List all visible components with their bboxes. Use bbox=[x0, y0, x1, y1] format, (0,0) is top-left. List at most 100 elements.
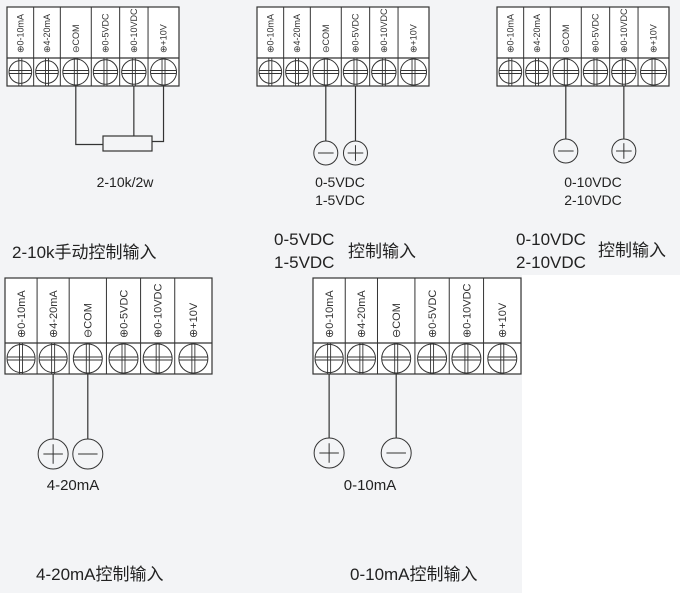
terminal-block-2: ⊕0-10mA ⊕4-20mA ⊖COM ⊕0-5VDC ⊕0-10VDC ⊕+10V bbox=[256, 6, 430, 87]
screw-icon bbox=[342, 59, 369, 85]
terminal-label-420ma: ⊕4-20mA bbox=[42, 14, 52, 53]
terminal-label-010ma: ⊕0-10mA bbox=[15, 14, 25, 53]
screw-icon bbox=[400, 58, 428, 86]
terminal-label-010ma: ⊕0-10mA bbox=[16, 290, 28, 338]
screw-icon bbox=[8, 60, 33, 84]
terminal-label-420ma: ⊕4-20mA bbox=[292, 14, 302, 53]
screw-icon bbox=[6, 343, 36, 374]
screw-icon bbox=[312, 58, 340, 86]
terminal-label-420ma: ⊕4-20mA bbox=[48, 290, 60, 338]
screw-icon bbox=[611, 59, 637, 85]
terminal-block-3: ⊕0-10mA ⊕4-20mA ⊖COM ⊕0-5VDC ⊕0-10VDC ⊕+10V bbox=[496, 6, 670, 87]
resistor-icon bbox=[102, 135, 153, 152]
diagram-2-signal-line-1: 0-5VDC bbox=[315, 174, 365, 190]
diagram-2-title-line-2: 1-5VDC bbox=[274, 253, 335, 272]
terminal-label-010vdc: ⊕0-10VDC bbox=[461, 283, 473, 338]
polarity-circle bbox=[553, 138, 579, 164]
negative-terminal-icon bbox=[553, 138, 579, 164]
diagram-5-title: 0-10mA控制输入 bbox=[350, 565, 478, 584]
terminal-block-1: ⊕0-10mA ⊕4-20mA ⊖COM ⊕0-5VDC ⊕0-10VDC ⊕+10V bbox=[6, 6, 180, 87]
screw-icon bbox=[72, 343, 103, 374]
diagram-2-signal-line-2: 1-5VDC bbox=[315, 192, 365, 208]
terminal-label-05vdc: ⊕0-5VDC bbox=[427, 290, 439, 338]
positive-terminal-icon bbox=[611, 138, 637, 164]
screw-icon bbox=[92, 59, 119, 85]
negative-terminal-icon bbox=[380, 437, 412, 469]
wire-plus10v bbox=[152, 86, 165, 143]
terminal-label-05vdc: ⊕0-5VDC bbox=[351, 13, 361, 53]
diagram-3-title-suffix: 控制输入 bbox=[598, 241, 666, 260]
resistor-value-label: 2-10k/2w bbox=[96, 174, 154, 190]
negative-terminal-icon bbox=[313, 140, 339, 166]
terminal-label-010ma: ⊕0-10mA bbox=[265, 14, 275, 53]
diagram-4-signal-label: 4-20mA bbox=[46, 477, 100, 494]
polarity-circle bbox=[611, 138, 637, 164]
screw-icon bbox=[108, 343, 139, 374]
terminal-label-10v: ⊕+10V bbox=[497, 302, 509, 338]
terminal-label-10v: ⊕+10V bbox=[159, 24, 169, 53]
diagram-2-title-suffix: 控制输入 bbox=[348, 242, 416, 261]
diagram-3-title-line-2: 2-10VDC bbox=[516, 253, 586, 272]
terminal-label-05vdc: ⊕0-5VDC bbox=[118, 290, 130, 338]
terminal-label-com: ⊖COM bbox=[83, 303, 95, 338]
screw-icon bbox=[498, 60, 523, 84]
screw-icon bbox=[178, 343, 209, 374]
screw-icon bbox=[314, 343, 344, 374]
screw-icon bbox=[451, 343, 482, 374]
terminal-label-10v: ⊕+10V bbox=[188, 302, 200, 338]
screw-icon bbox=[38, 343, 68, 374]
terminal-label-com: ⊖COM bbox=[561, 24, 571, 53]
screw-icon bbox=[525, 60, 549, 84]
positive-terminal-icon bbox=[313, 437, 345, 469]
diagram-3-signal-line-2: 2-10VDC bbox=[564, 192, 622, 208]
terminal-block-4: ⊕0-10mA ⊕4-20mA ⊖COM ⊕0-5VDC ⊕0-10VDC ⊕+10V bbox=[4, 277, 213, 375]
diagram-4-title: 4-20mA控制输入 bbox=[36, 565, 164, 584]
terminal-label-010ma: ⊕0-10mA bbox=[505, 14, 515, 53]
screw-icon bbox=[121, 59, 147, 85]
screw-icon bbox=[371, 59, 397, 85]
screw-icon bbox=[150, 58, 178, 86]
screw-icon bbox=[487, 343, 518, 374]
polarity-circle bbox=[342, 140, 368, 166]
screw-icon bbox=[35, 60, 59, 84]
screw-icon bbox=[258, 60, 283, 84]
terminal-label-05vdc: ⊕0-5VDC bbox=[591, 13, 601, 53]
terminal-block-5: ⊕0-10mA ⊕4-20mA ⊖COM ⊕0-5VDC ⊕0-10VDC ⊕+10V bbox=[312, 277, 522, 375]
terminal-label-10v: ⊕+10V bbox=[649, 24, 659, 53]
negative-terminal-icon bbox=[72, 438, 104, 470]
diagram-2-title-line-1: 0-5VDC bbox=[274, 230, 335, 249]
screw-icon bbox=[582, 59, 609, 85]
polarity-circle bbox=[313, 437, 345, 469]
screw-icon bbox=[346, 343, 376, 374]
terminal-label-010vdc: ⊕0-10VDC bbox=[153, 283, 165, 338]
terminal-label-com: ⊖COM bbox=[391, 303, 403, 338]
terminal-label-010vdc: ⊕0-10VDC bbox=[129, 8, 139, 53]
positive-terminal-icon bbox=[342, 140, 368, 166]
terminal-label-10v: ⊕+10V bbox=[409, 24, 419, 53]
diagram-3-title-line-1: 0-10VDC bbox=[516, 230, 586, 249]
screw-icon bbox=[552, 58, 580, 86]
screw-icon bbox=[62, 58, 90, 86]
terminal-label-010vdc: ⊕0-10VDC bbox=[379, 8, 389, 53]
terminal-label-010ma: ⊕0-10mA bbox=[324, 290, 336, 338]
terminal-label-420ma: ⊕4-20mA bbox=[532, 14, 542, 53]
polarity-circle bbox=[313, 140, 339, 166]
diagram-1-title: 2-10k手动控制输入 bbox=[12, 243, 157, 262]
screw-icon bbox=[417, 343, 448, 374]
wire-com bbox=[75, 86, 103, 146]
screw-icon bbox=[640, 58, 668, 86]
polarity-circle bbox=[380, 437, 412, 469]
terminal-label-com: ⊖COM bbox=[71, 24, 81, 53]
terminal-label-420ma: ⊕4-20mA bbox=[356, 290, 368, 338]
screw-icon bbox=[381, 343, 412, 374]
diagram-3-signal-line-1: 0-10VDC bbox=[564, 174, 622, 190]
screw-icon bbox=[142, 343, 173, 374]
polarity-circle bbox=[37, 438, 69, 470]
diagram-5-signal-label: 0-10mA bbox=[343, 477, 397, 494]
terminal-label-010vdc: ⊕0-10VDC bbox=[619, 8, 629, 53]
positive-terminal-icon bbox=[37, 438, 69, 470]
terminal-label-05vdc: ⊕0-5VDC bbox=[101, 13, 111, 53]
terminal-label-com: ⊖COM bbox=[321, 24, 331, 53]
polarity-circle bbox=[72, 438, 104, 470]
